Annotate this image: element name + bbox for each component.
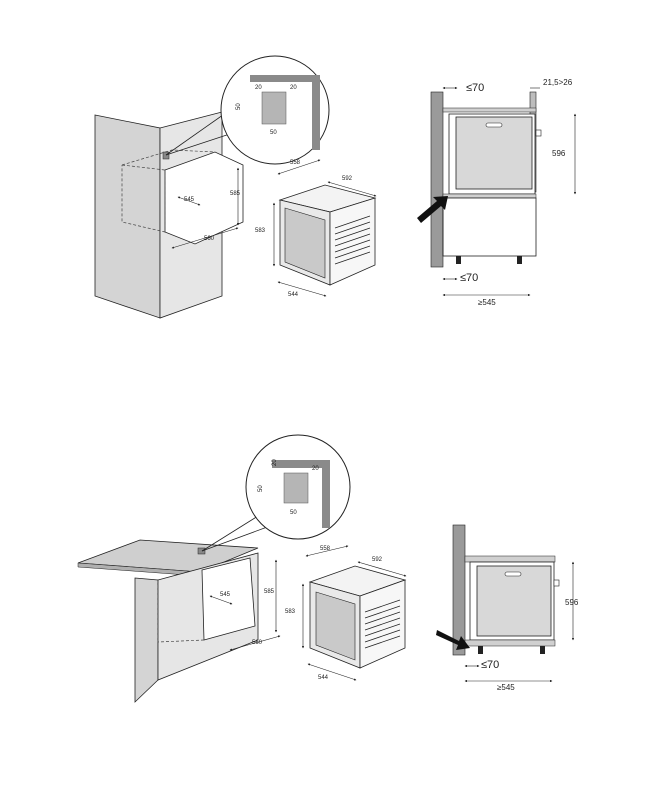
top-oven-depth-top: 558 — [290, 160, 301, 166]
top-section: 545 585 560 20 20 50 50 — [94, 55, 577, 319]
bottom-magnifier-d2: 20 — [312, 466, 319, 472]
top-oven-height: 583 — [255, 228, 266, 234]
top-magnifier-d4: 50 — [270, 130, 277, 136]
bottom-gap-bottom: ≤70 — [481, 659, 499, 671]
bottom-cabinet-illustration: 545 585 560 — [77, 539, 281, 703]
top-gap-top: ≤70 — [466, 82, 484, 94]
top-magnifier-d3: 50 — [236, 103, 242, 110]
top-magnifier-d2: 20 — [290, 85, 297, 91]
bottom-side-view: 596 ≤70 ≥545 — [436, 524, 579, 692]
top-magnifier-d1: 20 — [255, 85, 262, 91]
bottom-oven-width: 592 — [372, 557, 383, 563]
top-oven-illustration: 558 592 583 544 — [255, 159, 377, 298]
bottom-depth: ≥545 — [497, 683, 515, 692]
bottom-oven-height: 583 — [285, 609, 296, 615]
top-gap-right: 21,5>26 — [543, 78, 573, 87]
bottom-magnifier: 20 20 50 50 — [201, 434, 351, 552]
top-cabinet-height: 585 — [230, 191, 241, 197]
bottom-magnifier-d3: 50 — [258, 485, 264, 492]
bottom-oven-depth-top: 558 — [320, 546, 331, 552]
top-cabinet-depth: 545 — [184, 197, 195, 203]
bottom-cabinet-height: 585 — [264, 589, 275, 595]
top-cabinet-width: 560 — [204, 236, 215, 242]
bottom-airflow-arrow — [436, 630, 470, 650]
top-magnifier: 20 20 50 50 — [165, 55, 330, 165]
top-gap-bottom: ≤70 — [460, 272, 478, 284]
bottom-oven-depth-bottom: 544 — [318, 675, 329, 681]
top-oven-width: 592 — [342, 176, 353, 182]
bottom-oven-grille — [364, 599, 401, 649]
bottom-section: 545 585 560 20 20 50 50 — [77, 434, 579, 703]
top-cabinet-illustration: 545 585 560 — [94, 111, 244, 319]
bottom-oven-height-596: 596 — [565, 598, 579, 607]
bottom-magnifier-d4: 50 — [290, 510, 297, 516]
bottom-cabinet-width: 560 — [252, 640, 263, 646]
top-side-view: ≤70 21,5>26 596 ≤70 ≥545 — [417, 78, 577, 307]
top-oven-depth-bottom: 544 — [288, 292, 299, 298]
top-oven-grille — [334, 215, 371, 265]
top-oven-height-596: 596 — [552, 149, 566, 158]
bottom-oven-illustration: 558 592 583 544 — [285, 545, 407, 681]
bottom-cabinet-depth: 545 — [220, 592, 231, 598]
bottom-magnifier-d1: 20 — [272, 459, 278, 466]
top-depth: ≥545 — [478, 298, 496, 307]
top-airflow-arrow — [417, 196, 448, 223]
